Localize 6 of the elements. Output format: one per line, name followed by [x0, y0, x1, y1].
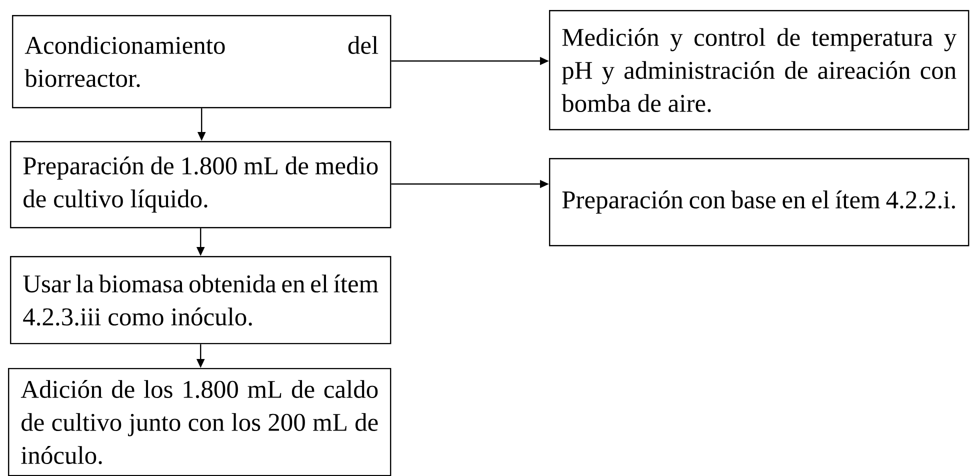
- process-box: Medición y control de temperatura y pH y administración de aireación con bomba de aire.: [549, 10, 970, 130]
- process-box: Acondicionamiento del biorreactor.: [12, 15, 392, 108]
- process-box: Adición de los 1.800 mL de caldo de cultivo junto con los 200 mL de inóculo.: [8, 368, 392, 476]
- process-box: Preparación con base en el ítem 4.2.2.i.: [549, 158, 970, 246]
- process-box: Usar la biomasa obtenida en el ítem 4.2.3.iii como inóculo.: [10, 256, 392, 344]
- process-box: Preparación de 1.800 mL de medio de cultivo líquido.: [10, 141, 392, 228]
